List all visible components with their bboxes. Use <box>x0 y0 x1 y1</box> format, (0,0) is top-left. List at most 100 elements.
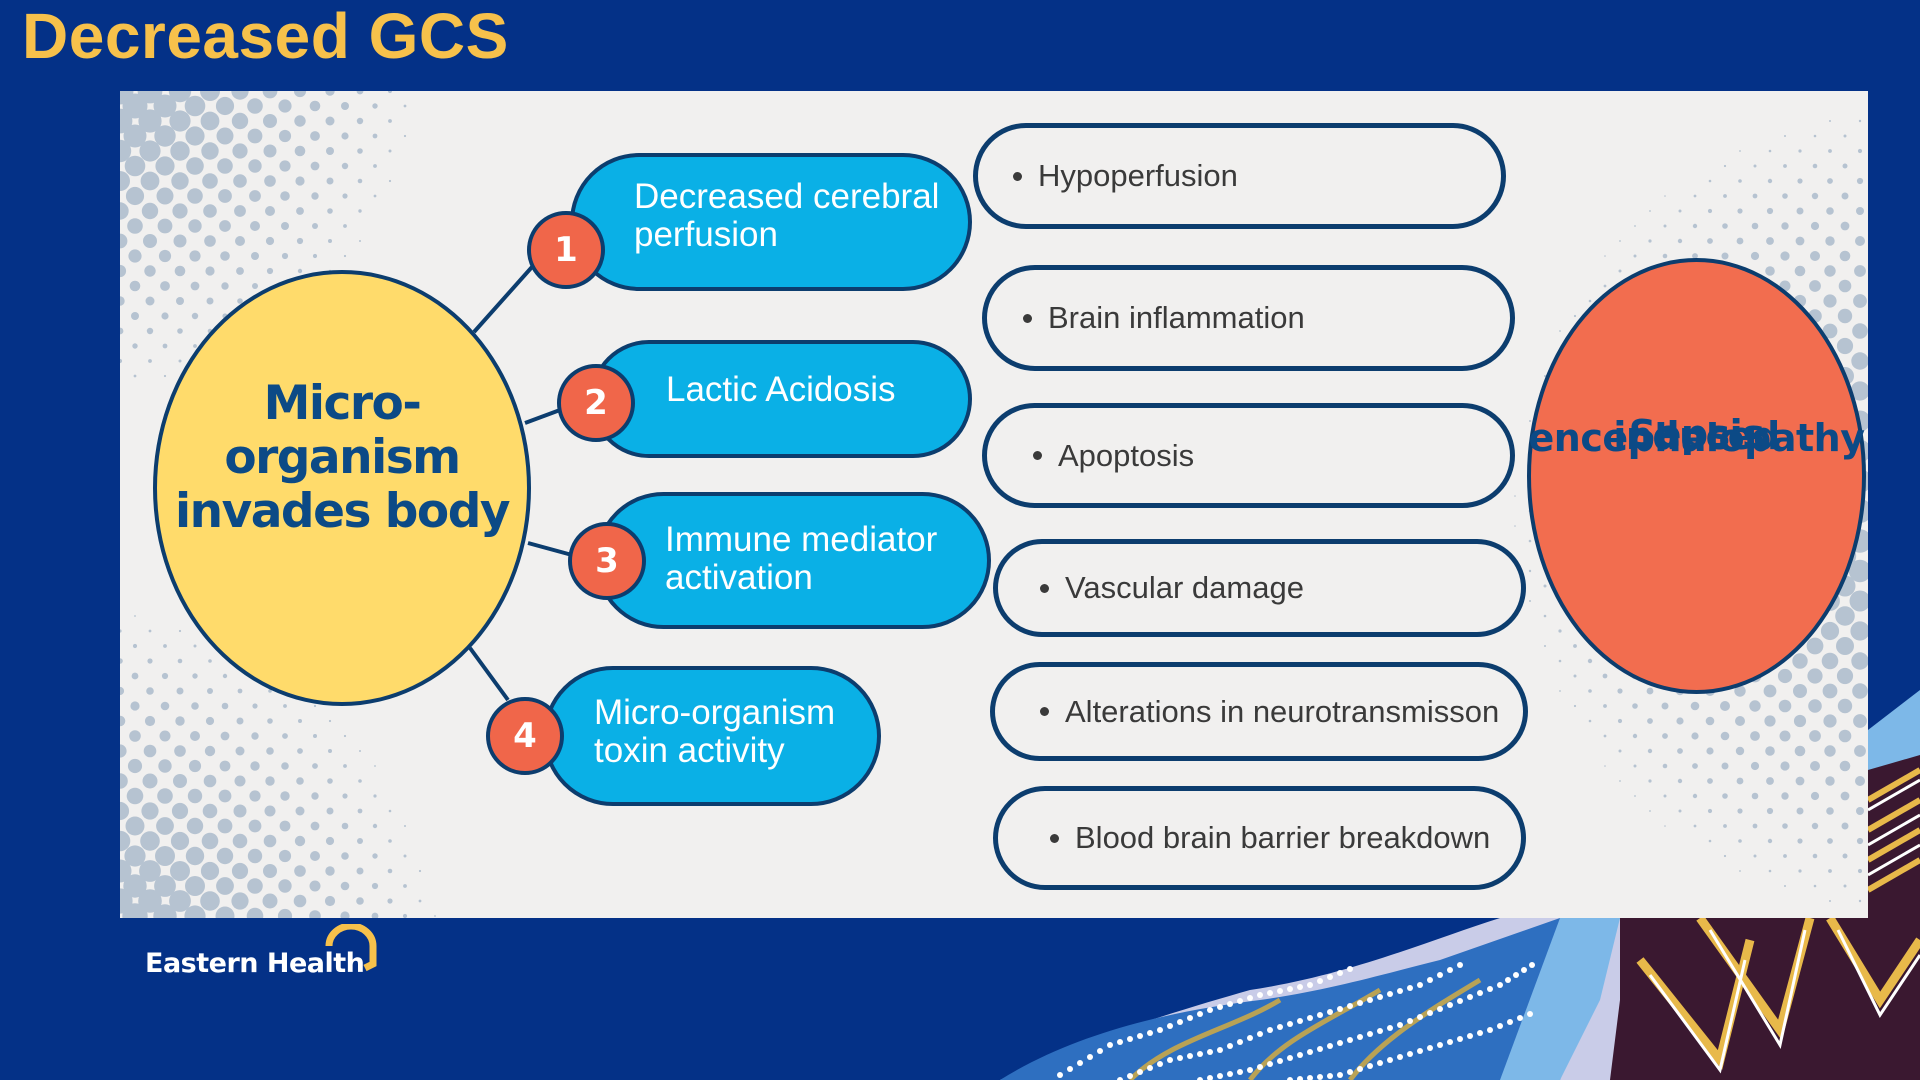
effect-label: Vascular damage <box>1065 570 1304 605</box>
artwork-dot <box>1417 982 1423 988</box>
halftone-dot <box>1848 559 1868 583</box>
artwork-blue-shape <box>1000 918 1620 1080</box>
mechanism-label-line: perfusion <box>634 215 778 254</box>
halftone-dot <box>1737 208 1743 214</box>
halftone-dot <box>134 615 136 617</box>
halftone-dot <box>139 140 161 162</box>
artwork-dot <box>1337 1006 1343 1012</box>
halftone-dot <box>133 374 137 378</box>
artwork-dot <box>1377 1060 1383 1066</box>
artwork-dot <box>1357 1066 1363 1072</box>
halftone-dot <box>1736 777 1744 785</box>
halftone-dot <box>186 817 204 835</box>
halftone-dot <box>387 91 393 94</box>
halftone-dot <box>144 715 156 727</box>
artwork-dot <box>1457 998 1463 1004</box>
halftone-dot <box>1792 653 1808 669</box>
artwork-dot <box>1167 1023 1173 1029</box>
halftone-dot <box>1632 733 1638 739</box>
halftone-dot <box>252 703 258 709</box>
halftone-dot <box>1692 253 1698 259</box>
halftone-dot <box>277 908 293 918</box>
mechanism-label-line: activation <box>665 557 813 597</box>
halftone-dot <box>169 110 191 132</box>
halftone-dot <box>1840 221 1850 231</box>
halftone-dot <box>1678 809 1682 813</box>
halftone-dot <box>310 821 320 831</box>
halftone-dot <box>264 805 276 817</box>
halftone-dot <box>1753 164 1757 168</box>
halftone-dot <box>263 834 277 848</box>
halftone-dot <box>205 266 215 276</box>
halftone-dot <box>170 141 190 161</box>
halftone-dot <box>388 149 392 153</box>
halftone-dot <box>1856 207 1864 215</box>
halftone-dot <box>1573 704 1577 708</box>
artwork-dot <box>1167 1057 1173 1063</box>
halftone-dot <box>176 297 184 305</box>
artwork-dot <box>1407 1051 1413 1057</box>
artwork-dot <box>1417 1048 1423 1054</box>
artwork-dot <box>1457 962 1463 968</box>
halftone-dot <box>310 131 320 141</box>
halftone-dot <box>1602 673 1608 679</box>
outcome-node-label: Sepsis induced encephalopathy <box>1528 412 1865 460</box>
halftone-dot <box>1664 825 1666 827</box>
halftone-dot <box>154 875 176 897</box>
artwork-dot <box>1237 1069 1243 1075</box>
halftone-dot <box>1619 780 1621 782</box>
outcome-node: Sepsis induced encephalopathy <box>1527 258 1866 694</box>
halftone-dot <box>1828 149 1832 153</box>
connector-line-2 <box>524 408 561 425</box>
artwork-dot <box>1147 1065 1153 1071</box>
halftone-dot <box>131 312 139 320</box>
halftone-dot <box>235 236 245 246</box>
effect-item-6: Blood brain barrier breakdown <box>993 786 1526 890</box>
artwork-dot <box>1097 1048 1103 1054</box>
halftone-dot <box>249 190 261 202</box>
halftone-dot <box>144 265 156 277</box>
halftone-dot <box>279 820 291 832</box>
halftone-dot <box>341 132 349 140</box>
halftone-dot <box>327 778 333 784</box>
halftone-dot <box>191 702 199 710</box>
halftone-dot <box>312 763 318 769</box>
artwork-dot <box>1207 1049 1213 1055</box>
halftone-dot <box>356 867 364 875</box>
halftone-dot <box>1851 652 1868 670</box>
artwork-dot <box>1257 992 1263 998</box>
halftone-dot <box>1850 621 1868 641</box>
halftone-dot <box>1529 420 1531 422</box>
halftone-dot <box>1810 221 1820 231</box>
mechanism-node-3: Immune mediator activation <box>595 492 991 629</box>
artwork-dot <box>1267 1027 1273 1033</box>
halftone-dot <box>1807 668 1823 684</box>
halftone-dot <box>204 235 216 247</box>
halftone-dot <box>1810 761 1820 771</box>
halftone-dot <box>173 774 187 788</box>
artwork-dot <box>1277 1058 1283 1064</box>
halftone-dot <box>1853 714 1867 728</box>
halftone-dot <box>325 116 335 126</box>
halftone-dot <box>1647 748 1653 754</box>
artwork-dot <box>1517 1015 1523 1021</box>
halftone-dot <box>326 147 334 155</box>
artwork-dot <box>1477 1030 1483 1036</box>
halftone-dot <box>1721 762 1729 770</box>
halftone-dot <box>1692 793 1698 799</box>
halftone-dot <box>325 836 335 846</box>
halftone-dot <box>1808 699 1822 713</box>
halftone-dot <box>120 658 123 664</box>
halftone-dot <box>1813 134 1817 138</box>
halftone-dot <box>418 899 422 903</box>
halftone-dot <box>1543 614 1547 618</box>
halftone-dot <box>236 717 244 725</box>
halftone-dot <box>325 866 335 876</box>
halftone-dot <box>250 221 260 231</box>
halftone-dot <box>1857 868 1863 874</box>
halftone-dot <box>1692 223 1698 229</box>
number-badge-4: 4 <box>486 697 564 775</box>
source-node-label: Micro- organism invades body <box>175 376 511 539</box>
halftone-dot <box>310 161 320 171</box>
effect-item-3: Apoptosis <box>982 403 1515 508</box>
